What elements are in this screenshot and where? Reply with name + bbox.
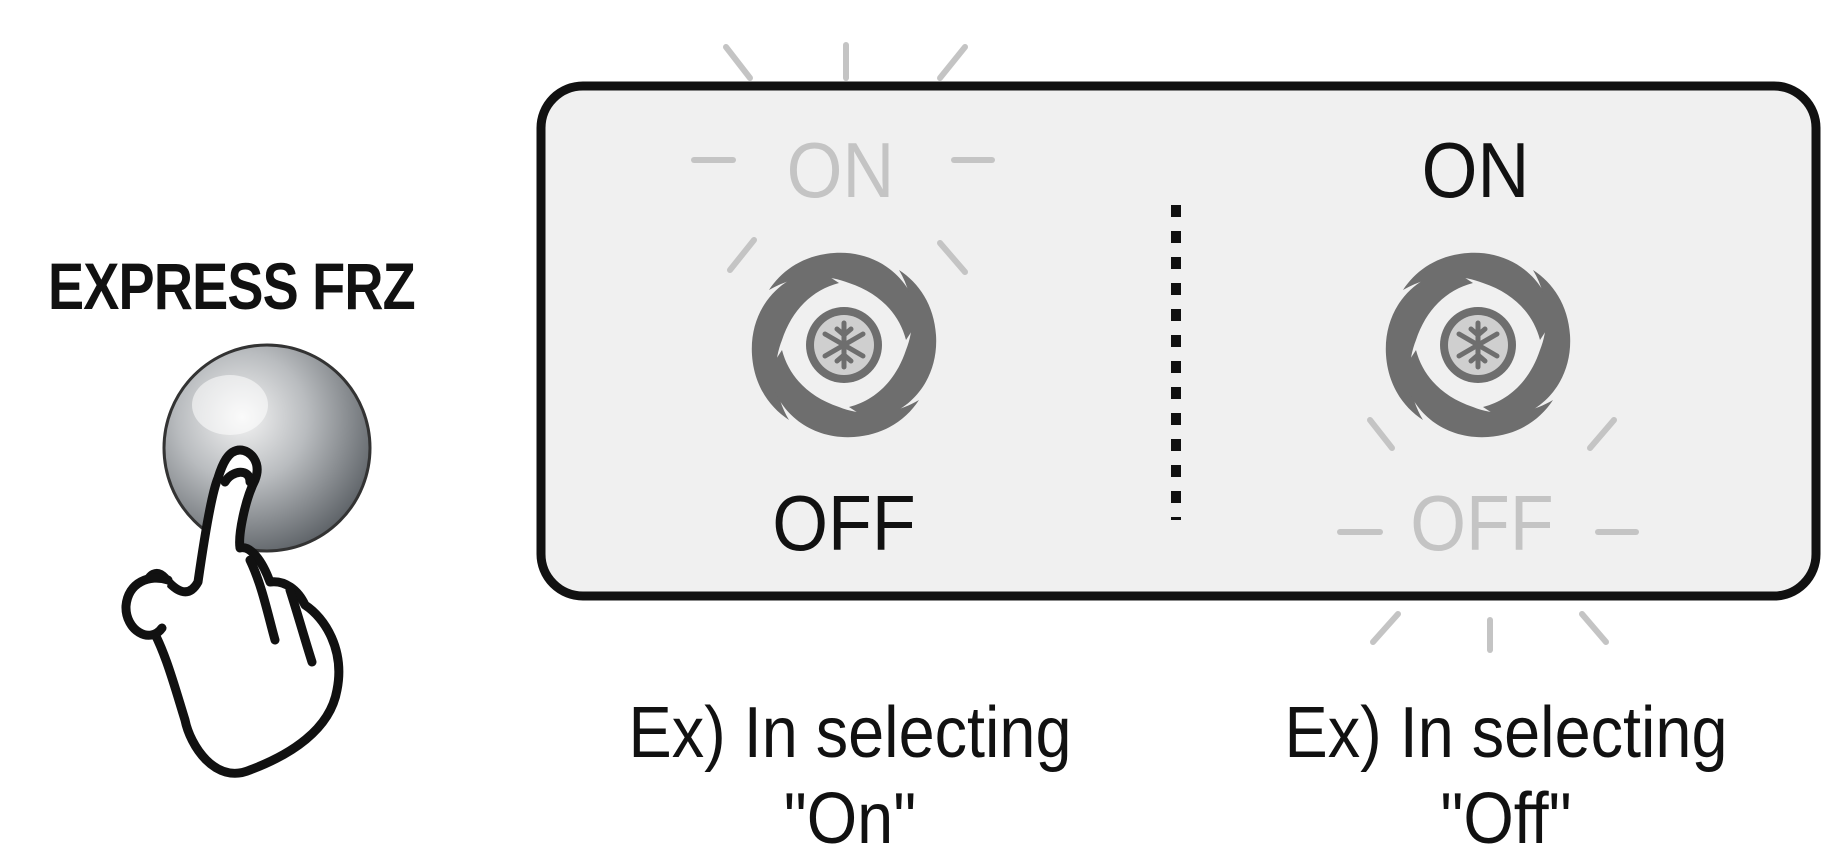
caption-left-line1: Ex) In selecting <box>628 693 1072 773</box>
right-on-label: ON <box>1421 126 1530 214</box>
express-freeze-icon-right <box>1386 253 1570 437</box>
caption-left-line2: "On" <box>783 779 917 859</box>
blink-rays-left <box>691 42 995 275</box>
pointing-hand-icon <box>121 445 344 778</box>
button-title: EXPRESS FRZ <box>48 249 416 323</box>
blink-rays-right <box>1337 417 1639 653</box>
caption-right-line1: Ex) In selecting <box>1284 693 1728 773</box>
right-off-label: OFF <box>1410 479 1554 567</box>
left-on-label: ON <box>786 126 895 214</box>
caption-right-line2: "Off" <box>1440 779 1572 859</box>
caption-right: Ex) In selecting "Off" <box>1245 690 1767 862</box>
express-freeze-button[interactable] <box>162 343 372 553</box>
left-off-label: OFF <box>772 479 916 567</box>
express-freeze-icon-left <box>752 253 936 437</box>
caption-left: Ex) In selecting "On" <box>589 690 1111 862</box>
